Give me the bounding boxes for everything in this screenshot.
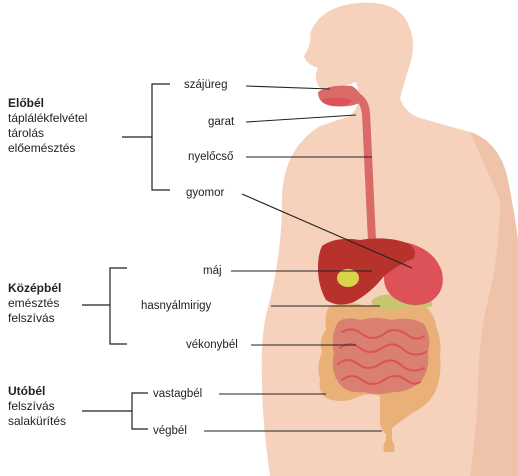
label-szajureg: szájüreg — [184, 78, 227, 92]
group-kozepbel: Középbél emésztés felszívás — [8, 281, 61, 326]
bracket-utobel — [132, 393, 148, 429]
group-title: Utóbél — [8, 384, 66, 399]
label-vastagbel: vastagbél — [153, 387, 202, 401]
label-maj: máj — [203, 264, 222, 278]
group-brackets — [82, 84, 170, 429]
label-hasnyalmirigy: hasnyálmirigy — [141, 299, 211, 313]
group-line: előemésztés — [8, 141, 87, 156]
group-line: tárolás — [8, 126, 87, 141]
label-garat: garat — [208, 115, 234, 129]
group-line: felszívás — [8, 311, 61, 326]
group-title: Előbél — [8, 96, 87, 111]
bracket-elobel — [152, 84, 170, 190]
group-line: felszívás — [8, 399, 66, 414]
label-gyomor: gyomor — [186, 186, 224, 200]
group-elobel: Előbél táplálékfelvétel tárolás előemész… — [8, 96, 87, 156]
label-nyelocso: nyelőcső — [188, 150, 233, 164]
group-line: táplálékfelvétel — [8, 111, 87, 126]
group-utobel: Utóbél felszívás salakürítés — [8, 384, 66, 429]
bracket-kozepbel — [110, 268, 127, 344]
group-line: emésztés — [8, 296, 61, 311]
label-vekonybel: vékonybél — [186, 338, 238, 352]
group-title: Középbél — [8, 281, 61, 296]
label-vegbel: végbél — [153, 424, 187, 438]
leader-szajureg — [246, 86, 330, 89]
group-line: salakürítés — [8, 414, 66, 429]
gallbladder — [337, 269, 359, 287]
